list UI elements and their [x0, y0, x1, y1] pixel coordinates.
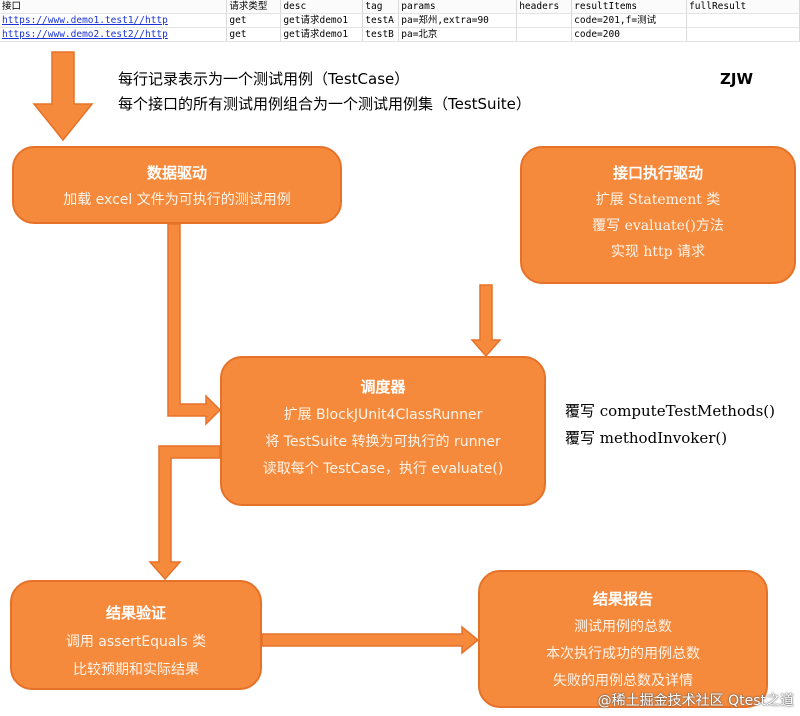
sheet-header-cell[interactable]: desc — [280, 0, 364, 14]
sheet-cell[interactable]: testB — [362, 27, 400, 42]
testsuite-note: 每个接口的所有测试用例组合为一个测试用例集（TestSuite） — [118, 95, 531, 113]
interface-driver-title: 接口执行驱动 — [612, 164, 703, 182]
data-to-scheduler-arrow — [167, 223, 222, 426]
sheet-cell[interactable]: get — [226, 13, 282, 28]
sheet-header-cell[interactable]: headers — [516, 0, 573, 14]
scheduler-line: 将 TestSuite 转换为可执行的 runner — [265, 434, 501, 450]
sheet-header-cell[interactable]: 请求类型 — [226, 0, 282, 14]
sheet-cell-url[interactable]: https://www.demo2.test2//http — [0, 27, 228, 42]
sheet-cell[interactable] — [686, 27, 800, 42]
sheet-header-cell[interactable]: fullResult — [686, 0, 800, 14]
verify-box: 结果验证 调用 assertEquals 类 比较预期和实际结果 — [10, 580, 262, 690]
sheet-cell[interactable]: pa=北京 — [398, 27, 518, 42]
scheduler-line: 扩展 BlockJUnit4ClassRunner — [283, 407, 483, 423]
sheet-cell[interactable] — [516, 27, 573, 42]
report-line: 测试用例的总数 — [574, 619, 672, 635]
sheet-cell[interactable]: code=201,f=测试 — [571, 13, 688, 28]
data-driven-title: 数据驱动 — [146, 164, 207, 182]
scheduler-line: 读取每个 TestCase，执行 evaluate() — [262, 461, 504, 477]
interface-driver-line: 扩展 Statement 类 — [595, 192, 721, 208]
api-url-link[interactable]: https://www.demo2.test2//http — [2, 29, 168, 40]
sheet-header-cell[interactable]: 接口 — [0, 0, 228, 14]
sheet-cell[interactable]: get请求demo1 — [280, 13, 364, 28]
driver-to-scheduler-arrow — [470, 284, 502, 358]
sheet-cell[interactable] — [686, 13, 800, 28]
report-line: 失败的用例总数及详情 — [553, 673, 693, 689]
verify-title: 结果验证 — [105, 604, 166, 622]
sheet-header-cell[interactable]: params — [398, 0, 518, 14]
sheet-cell-url[interactable]: https://www.demo1.test1//http — [0, 13, 228, 28]
verify-line: 调用 assertEquals 类 — [65, 634, 207, 650]
interface-driver-box: 接口执行驱动 扩展 Statement 类 覆写 evaluate()方法 实现… — [520, 146, 796, 284]
override-invoker-note: 覆写 methodInvoker() — [565, 429, 728, 447]
verify-to-report-arrow — [261, 625, 480, 655]
sheet-cell[interactable]: code=200 — [571, 27, 688, 42]
sheet-cell[interactable]: get — [226, 27, 282, 42]
interface-driver-line: 实现 http 请求 — [610, 244, 706, 260]
report-line: 本次执行成功的用例总数 — [546, 646, 700, 662]
sheet-cell[interactable]: get请求demo1 — [280, 27, 364, 42]
sheet-cell[interactable] — [516, 13, 573, 28]
test-case-sheet: 接口 请求类型 desc tag params headers resultIt… — [0, 0, 800, 42]
watermark: @稀土掘金技术社区 Qtest之道 — [597, 693, 794, 709]
sheet-down-arrow — [32, 51, 94, 142]
verify-line: 比较预期和实际结果 — [73, 662, 199, 678]
sheet-header-row: 接口 请求类型 desc tag params headers resultIt… — [0, 0, 800, 14]
sheet-row: https://www.demo2.test2//http get get请求d… — [0, 27, 800, 42]
testcase-note: 每行记录表示为一个测试用例（TestCase） — [118, 70, 410, 88]
sheet-cell[interactable]: testA — [362, 13, 400, 28]
report-box: 结果报告 测试用例的总数 本次执行成功的用例总数 失败的用例总数及详情 — [478, 570, 768, 708]
data-driven-box: 数据驱动 加载 excel 文件为可执行的测试用例 — [12, 146, 342, 224]
sheet-row: https://www.demo1.test1//http get get请求d… — [0, 13, 800, 28]
data-driven-line: 加载 excel 文件为可执行的测试用例 — [63, 192, 291, 208]
api-url-link[interactable]: https://www.demo1.test1//http — [2, 15, 168, 26]
report-title: 结果报告 — [592, 590, 653, 608]
scheduler-title: 调度器 — [360, 378, 406, 396]
scheduler-box: 调度器 扩展 BlockJUnit4ClassRunner 将 TestSuit… — [220, 356, 546, 506]
interface-driver-line: 覆写 evaluate()方法 — [592, 218, 724, 234]
sheet-header-cell[interactable]: tag — [362, 0, 400, 14]
sheet-cell[interactable]: pa=郑州,extra=90 — [398, 13, 518, 28]
sheet-header-cell[interactable]: resultItems — [571, 0, 688, 14]
override-compute-note: 覆写 computeTestMethods() — [565, 402, 775, 420]
author-label: ZJW — [720, 70, 754, 88]
scheduler-to-verify-arrow — [148, 445, 221, 581]
